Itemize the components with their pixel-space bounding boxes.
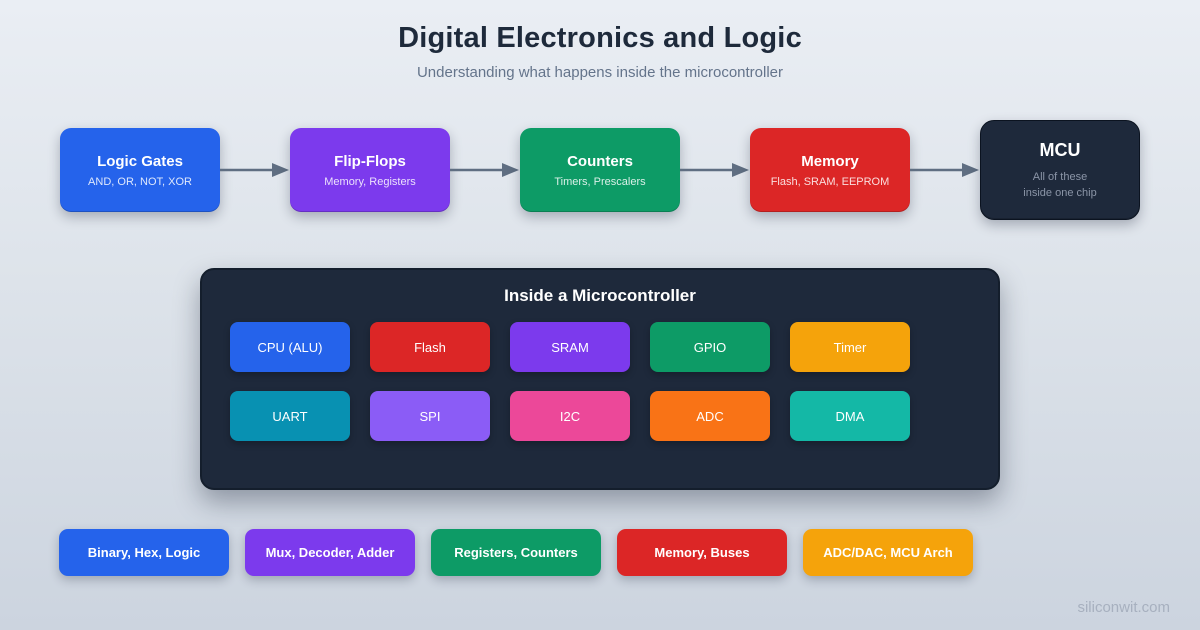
flow-step-flip-flops: Flip-Flops Memory, Registers xyxy=(290,128,450,212)
concept-flow: Logic Gates AND, OR, NOT, XOR Flip-Flops… xyxy=(60,120,1140,220)
flow-step-subtitle-line: inside one chip xyxy=(1023,186,1097,199)
flow-step-title: MCU xyxy=(1039,139,1081,160)
chip-dma: DMA xyxy=(790,391,910,441)
chip-sram: SRAM xyxy=(510,322,630,372)
topic-pill-memory-buses: Memory, Buses xyxy=(617,529,787,576)
flow-arrow-icon xyxy=(220,162,290,178)
flow-step-subtitle: Memory, Registers xyxy=(324,175,416,188)
flow-step-logic-gates: Logic Gates AND, OR, NOT, XOR xyxy=(60,128,220,212)
chip-cpu: CPU (ALU) xyxy=(230,322,350,372)
chip-adc: ADC xyxy=(650,391,770,441)
flow-step-memory: Memory Flash, SRAM, EEPROM xyxy=(750,128,910,212)
chip-grid: CPU (ALU) Flash SRAM GPIO Timer UART SPI… xyxy=(230,322,998,441)
panel-title: Inside a Microcontroller xyxy=(504,286,696,305)
flow-step-title: Memory xyxy=(801,152,859,170)
flow-step-title: Flip-Flops xyxy=(334,152,406,170)
chip-gpio: GPIO xyxy=(650,322,770,372)
microcontroller-panel: Inside a Microcontroller CPU (ALU) Flash… xyxy=(200,268,1000,490)
flow-step-mcu: MCU All of these inside one chip xyxy=(980,120,1140,220)
flow-step-title: Counters xyxy=(567,152,633,170)
chip-i2c: I2C xyxy=(510,391,630,441)
flow-step-subtitle-line: All of these xyxy=(1032,170,1088,183)
flow-arrow-icon xyxy=(450,162,520,178)
flow-arrow-icon xyxy=(910,162,980,178)
flow-step-title: Logic Gates xyxy=(97,152,183,170)
topic-pill-mux-decoder-adder: Mux, Decoder, Adder xyxy=(245,529,415,576)
topic-pill-binary-hex-logic: Binary, Hex, Logic xyxy=(59,529,229,576)
flow-arrow-icon xyxy=(680,162,750,178)
topic-pill-registers-counters: Registers, Counters xyxy=(431,529,601,576)
page-subtitle: Understanding what happens inside the mi… xyxy=(416,64,784,81)
flow-step-subtitle: All of these inside one chip xyxy=(1023,169,1096,201)
flow-step-counters: Counters Timers, Prescalers xyxy=(520,128,680,212)
topics-row: Binary, Hex, Logic Mux, Decoder, Adder R… xyxy=(59,529,973,576)
page-title: Digital Electronics and Logic xyxy=(398,22,802,54)
chip-timer: Timer xyxy=(790,322,910,372)
flow-step-subtitle: Timers, Prescalers xyxy=(554,175,646,188)
flow-step-subtitle: Flash, SRAM, EEPROM xyxy=(770,175,890,188)
chip-spi: SPI xyxy=(370,391,490,441)
chip-uart: UART xyxy=(230,391,350,441)
topic-pill-adc-dac-mcu-arch: ADC/DAC, MCU Arch xyxy=(803,529,973,576)
watermark: siliconwit.com xyxy=(1077,599,1170,616)
flow-step-subtitle: AND, OR, NOT, XOR xyxy=(88,175,192,188)
chip-flash: Flash xyxy=(370,322,490,372)
